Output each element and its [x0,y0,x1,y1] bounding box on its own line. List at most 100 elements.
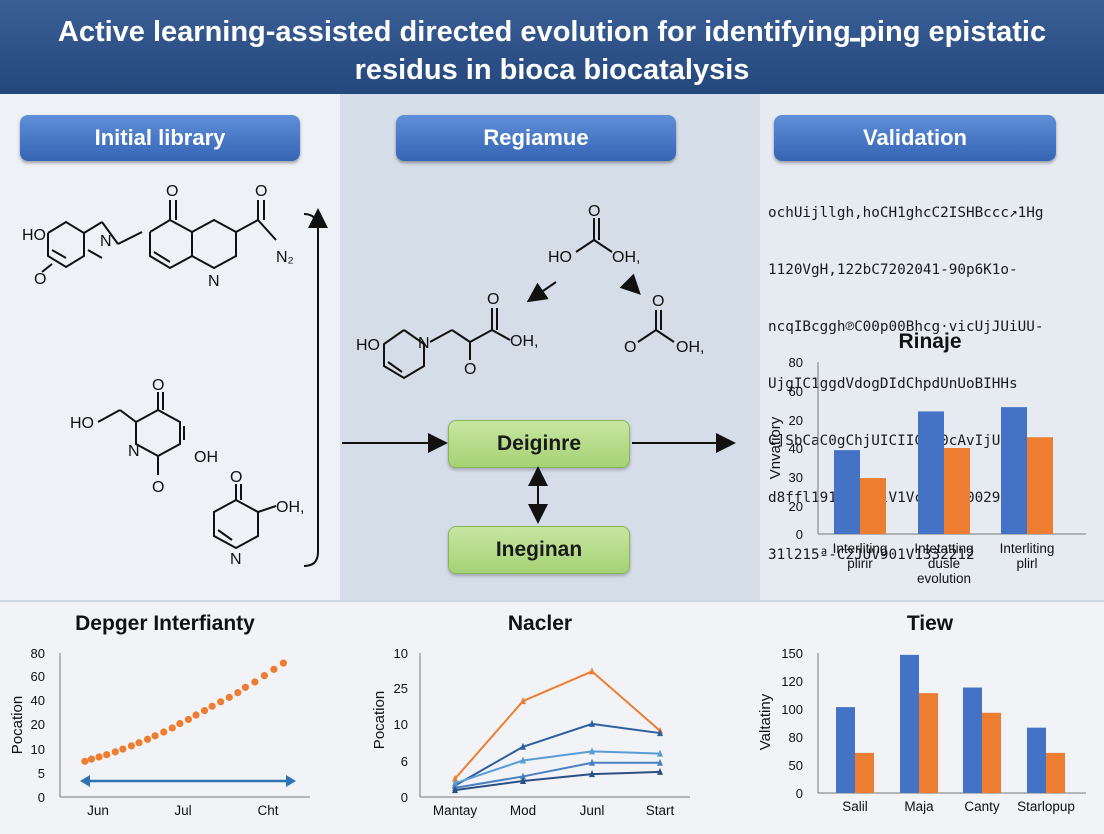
arrow-head-right [286,775,296,787]
scatter-point [168,724,176,732]
molecule-3-n: N [230,551,242,568]
molecule-1-bonds [41,200,277,273]
x-tick-label: Interliting [1000,541,1055,556]
series-marker [520,697,526,705]
y-tick-label: 80 [31,646,45,661]
molecule-1-o1: O [34,271,46,288]
page-header: Active learning-assisted directed evolut… [0,0,1104,94]
series-marker [452,786,458,794]
y-axis-label: Valtatiny [757,693,774,750]
molecule-2-o1: O [152,377,164,394]
y-tick-label: 5 [38,766,45,781]
x-tick-label: Salil [842,799,868,814]
scatter-point [260,672,268,680]
scatter-point [81,757,89,765]
bar [918,411,944,534]
y-tick-label: 30 [789,470,803,485]
bar [1046,752,1065,793]
y-tick-label: 6 [401,754,408,769]
sequence-line: C]SbCaC0gChjUICIIC0V0cAvIjUIod [768,433,1027,449]
molecule-5-ho: HO [356,337,380,354]
series-line [454,761,660,789]
scatter-point [111,748,119,756]
molecule-6-o2: O [624,339,636,356]
molecule-2-n: N [128,443,140,460]
molecule-5-n: N [418,335,430,352]
y-tick-label: 20 [31,717,45,732]
sequence-line: 31l215ª-C2JUV901V1332212 [768,547,975,563]
x-tick-label: Mod [510,803,536,818]
y-tick-label: 10 [394,646,408,661]
y-axis-label: Vnvatiory [767,416,784,479]
y-tick-label: 0 [38,790,45,805]
series-marker [657,729,663,737]
scatter-point [241,683,249,691]
flow-box-1: Deiginre [448,420,630,468]
sequence-line: 1120VgH,122bC7202041-90p6K1o- [768,262,1018,278]
scatter-point [127,742,135,750]
bar [919,693,938,793]
molecule-3-oh: OH, [276,499,304,516]
bar [836,707,855,793]
series-marker [520,756,526,764]
x-tick-label: dusle [928,556,960,571]
process-label: Regiamue [396,115,676,161]
series-marker [520,772,526,780]
x-tick-label: Intetatting [914,541,973,556]
x-tick-label: Jun [87,803,109,818]
y-tick-label: 0 [796,527,803,542]
x-tick-label: Interliting [833,541,888,556]
chart-2-title: Depger Interfianty [75,612,255,635]
bar [1027,437,1053,534]
series-marker [520,742,526,750]
molecule-6-oh: OH, [676,339,704,356]
y-tick-label: 20 [789,499,803,514]
series-marker [452,774,458,782]
page-title-line-2: residus in bioca biocatalysis [354,54,750,86]
y-tick-label: 25 [394,681,408,696]
molecule-3-bonds [213,484,277,550]
molecule-4-ho: HO [548,249,572,266]
scatter-point [143,735,152,743]
y-tick-label: 150 [781,646,803,661]
scatter-point [208,702,216,710]
chart-1-title: Rinaje [898,330,962,353]
molecule-5-o2: O [464,361,476,378]
molecule-5-oh: OH, [510,333,538,350]
series-marker [657,749,663,757]
scatter-point [234,689,242,697]
series-marker [589,747,595,755]
molecule-2-o2: O [152,479,164,496]
molecule-4-o: O [588,203,600,220]
molecule-2-bonds [97,392,185,475]
x-tick-label: Mantay [433,803,478,818]
x-tick-label: evolution [917,571,971,586]
scatter-point [176,719,184,728]
scatter-point [225,693,233,701]
molecule-2-ho: HO [70,415,94,432]
scatter-point [270,665,278,673]
y-tick-label: 0 [796,786,803,801]
scatter-point [192,711,200,719]
molecule-1-n: N [100,233,112,250]
x-tick-label: Jul [174,803,191,818]
series-marker [589,667,595,675]
x-tick-label: Cht [257,803,278,818]
bar [834,450,860,534]
x-tick-label: Canty [964,799,1000,814]
molecule-6-o1: O [652,293,664,310]
molecule-5-bonds [383,308,511,380]
validation-label: Validation [774,115,1056,161]
y-tick-label: 60 [789,384,803,399]
scatter-point [200,707,209,715]
scatter-point [151,732,159,740]
x-tick-label: plirir [847,556,873,571]
scatter-point [279,659,287,667]
x-tick-label: Start [646,803,675,818]
y-tick-label: 120 [781,674,803,689]
series-marker [589,758,595,766]
scatter-point [251,678,259,686]
